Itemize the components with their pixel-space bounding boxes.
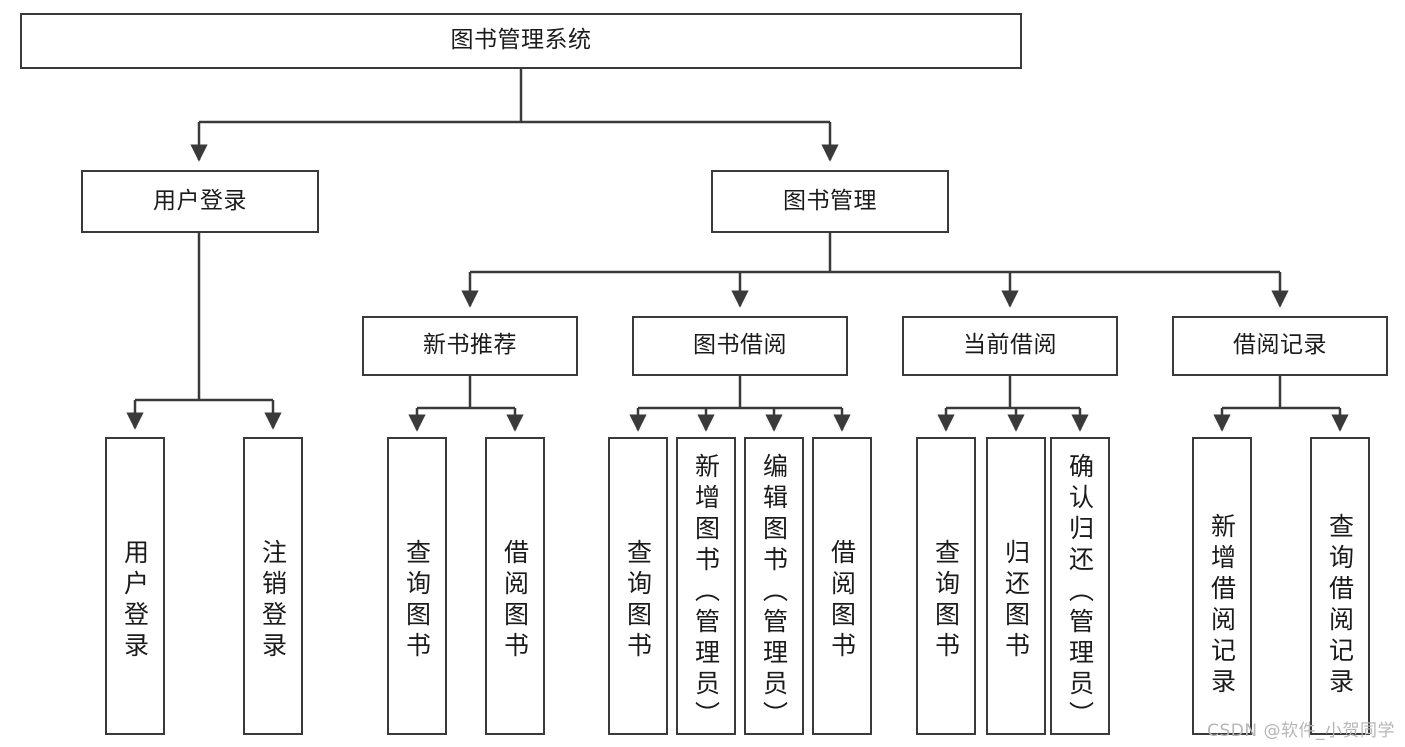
leaf-confirm-return-label: 确认归还（管理员） xyxy=(1065,453,1095,732)
leaf-borrow-book-2[interactable]: 借阅图书 xyxy=(812,437,872,735)
leaf-user-login[interactable]: 用户登录 xyxy=(105,437,165,735)
leaf-query-book-1[interactable]: 查询图书 xyxy=(387,437,447,735)
node-book-manage-label: 图书管理 xyxy=(783,187,877,214)
leaf-query-book-3[interactable]: 查询图书 xyxy=(916,437,976,735)
leaf-borrow-book-2-label: 借阅图书 xyxy=(827,539,857,663)
csdn-watermark: CSDN @软件_小贺同学 xyxy=(1207,721,1395,741)
node-borrow-record[interactable]: 借阅记录 xyxy=(1172,316,1388,376)
leaf-query-book-2[interactable]: 查询图书 xyxy=(608,437,668,735)
node-book-borrow[interactable]: 图书借阅 xyxy=(632,316,848,376)
leaf-user-login-label: 用户登录 xyxy=(120,539,150,663)
leaf-query-book-3-label: 查询图书 xyxy=(931,539,961,663)
node-current-borrow-label: 当前借阅 xyxy=(963,332,1057,359)
node-current-borrow[interactable]: 当前借阅 xyxy=(902,316,1118,376)
leaf-return-book-label: 归还图书 xyxy=(1001,539,1031,663)
leaf-query-book-2-label: 查询图书 xyxy=(623,539,653,663)
leaf-return-book[interactable]: 归还图书 xyxy=(986,437,1046,735)
node-book-borrow-label: 图书借阅 xyxy=(693,332,787,359)
node-root-label: 图书管理系统 xyxy=(450,27,592,54)
leaf-user-logout[interactable]: 注销登录 xyxy=(243,437,303,735)
leaf-borrow-book-1-label: 借阅图书 xyxy=(500,539,530,663)
leaf-user-logout-label: 注销登录 xyxy=(258,539,288,663)
node-new-book-recommend[interactable]: 新书推荐 xyxy=(362,316,578,376)
leaf-add-book-label: 新增图书（管理员） xyxy=(691,453,721,732)
leaf-query-book-1-label: 查询图书 xyxy=(402,539,432,663)
leaf-query-record-label: 查询借阅记录 xyxy=(1325,513,1355,699)
leaf-edit-book[interactable]: 编辑图书（管理员） xyxy=(744,437,804,735)
node-user-login[interactable]: 用户登录 xyxy=(81,170,319,233)
leaf-edit-book-label: 编辑图书（管理员） xyxy=(759,453,789,732)
leaf-add-record-label: 新增借阅记录 xyxy=(1207,513,1237,699)
leaf-query-record[interactable]: 查询借阅记录 xyxy=(1310,437,1370,735)
leaf-borrow-book-1[interactable]: 借阅图书 xyxy=(485,437,545,735)
node-new-book-recommend-label: 新书推荐 xyxy=(423,332,517,359)
leaf-add-book[interactable]: 新增图书（管理员） xyxy=(676,437,736,735)
node-user-login-label: 用户登录 xyxy=(153,187,247,214)
leaf-confirm-return[interactable]: 确认归还（管理员） xyxy=(1050,437,1110,735)
node-borrow-record-label: 借阅记录 xyxy=(1233,332,1327,359)
leaf-add-record[interactable]: 新增借阅记录 xyxy=(1192,437,1252,735)
node-book-manage[interactable]: 图书管理 xyxy=(711,170,949,233)
node-root[interactable]: 图书管理系统 xyxy=(20,13,1022,69)
